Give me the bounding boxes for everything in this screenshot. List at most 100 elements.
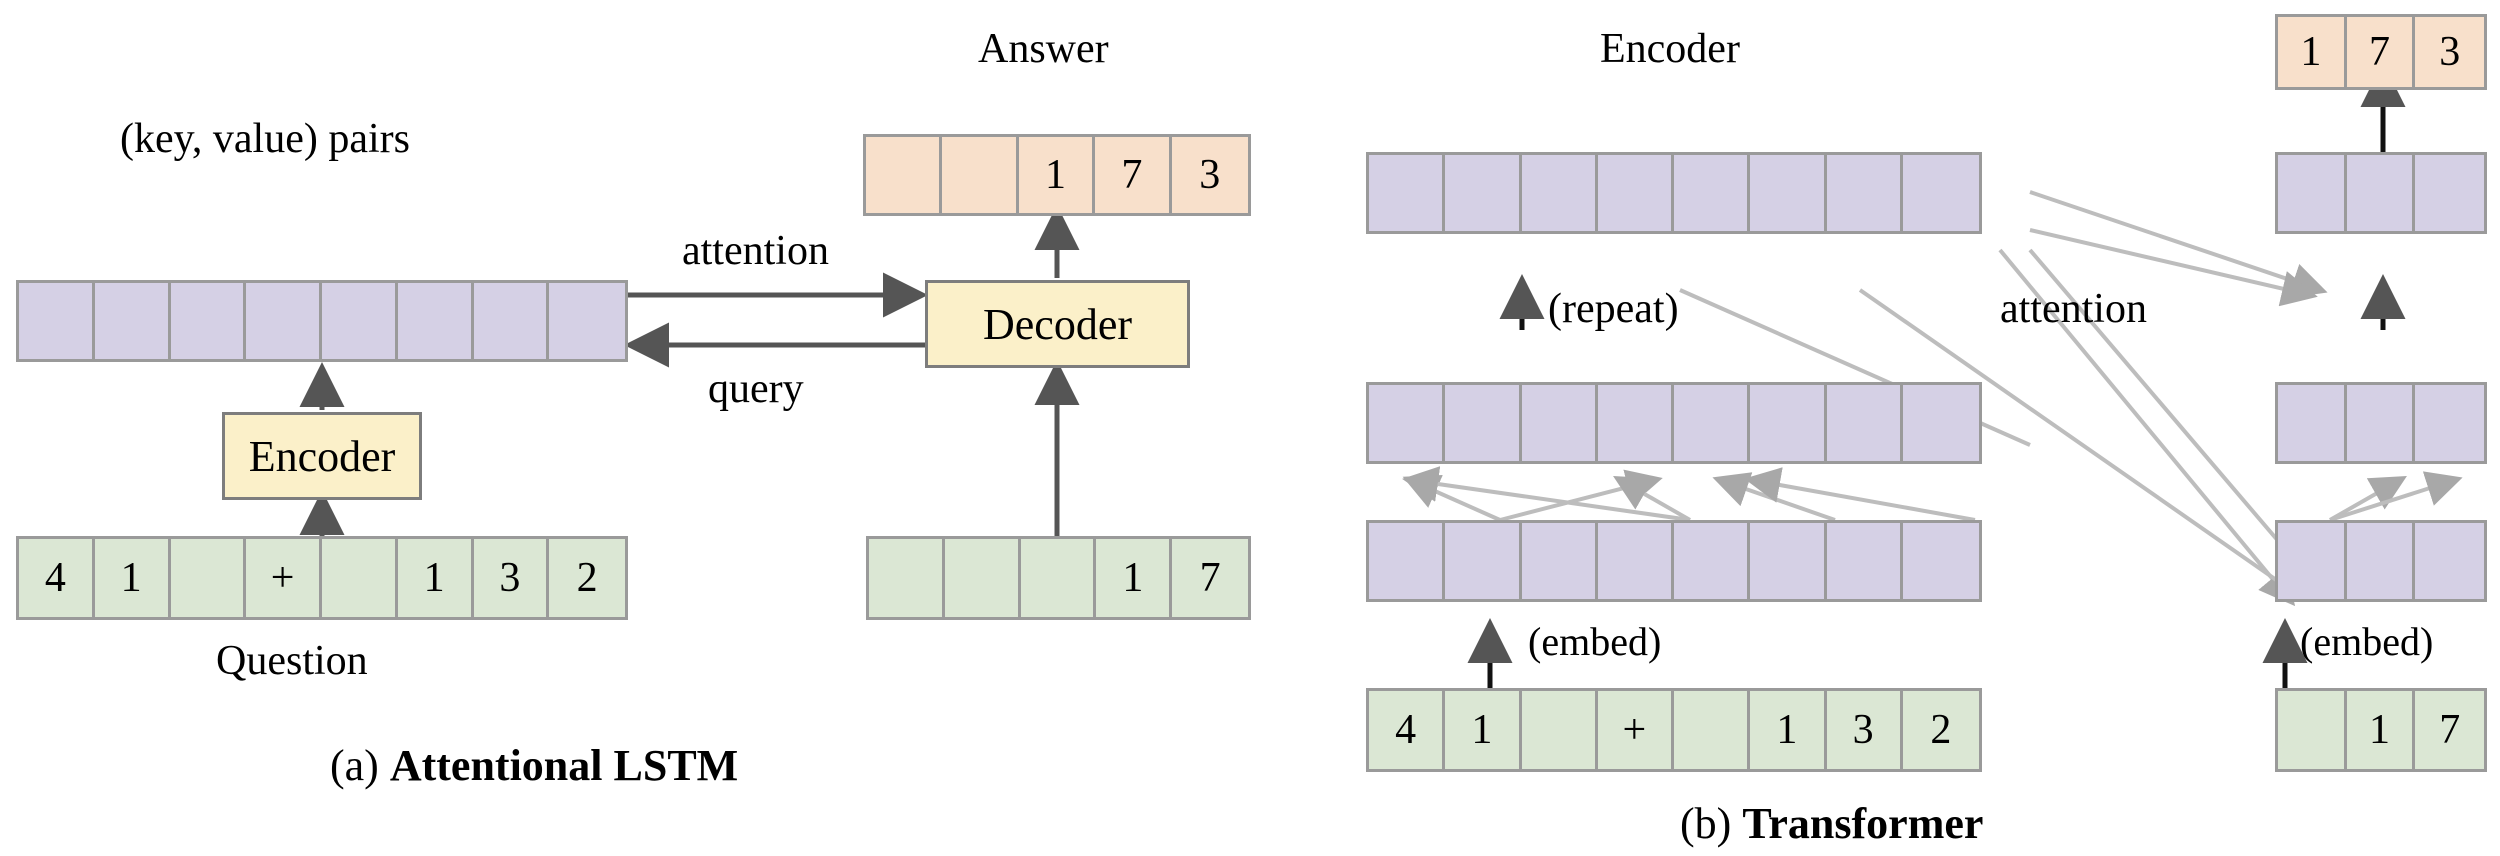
enc-input-cell xyxy=(1521,691,1598,769)
dec-bot-cell xyxy=(2346,523,2416,599)
dec-out-cell: 3 xyxy=(2415,17,2484,87)
decoder-input-row: 1 7 xyxy=(866,536,1251,620)
enc-mid-cell xyxy=(1445,385,1522,461)
enc-input-cell: 2 xyxy=(1902,691,1979,769)
enc-bot-cell xyxy=(1597,523,1674,599)
enc-bot-cell xyxy=(1445,523,1522,599)
dec-top-cell xyxy=(2415,155,2484,231)
encoder-bottom-row xyxy=(1366,520,1982,602)
memory-cell xyxy=(19,283,95,359)
question-cell xyxy=(170,539,247,617)
label-attention-a: attention xyxy=(682,228,829,274)
encoder-box[interactable]: Encoder xyxy=(222,412,422,500)
enc-mid-cell xyxy=(1597,385,1674,461)
memory-cell xyxy=(549,283,625,359)
enc-bot-cell xyxy=(1369,523,1446,599)
decoder-input-cell xyxy=(869,539,945,617)
enc-bot-cell xyxy=(1750,523,1827,599)
label-key-value-pairs: (key, value) pairs xyxy=(120,116,410,162)
enc-bot-cell xyxy=(1521,523,1598,599)
memory-cell xyxy=(94,283,171,359)
memory-row xyxy=(16,280,628,362)
enc-bot-cell xyxy=(1674,523,1751,599)
caption-panel-a: (a) Attentional LSTM xyxy=(330,740,738,791)
dec-input-cell: 1 xyxy=(2346,691,2416,769)
enc-top-cell xyxy=(1902,155,1979,231)
decoder-input-cell xyxy=(944,539,1021,617)
answer-cell: 1 xyxy=(1018,137,1096,213)
dec-bot-cell xyxy=(2278,523,2347,599)
enc-mid-cell xyxy=(1521,385,1598,461)
dec-input-cell xyxy=(2278,691,2347,769)
enc-input-cell xyxy=(1674,691,1751,769)
dec-mid-cell xyxy=(2346,385,2416,461)
dec-bot-cell xyxy=(2415,523,2484,599)
caption-b-title: Transformer xyxy=(1742,799,1984,848)
cross-attention-wires xyxy=(1998,190,2328,607)
decoder-input-cell: 7 xyxy=(1172,539,1249,617)
dec-mid-cell xyxy=(2415,385,2484,461)
dec-input-cell: 7 xyxy=(2415,691,2484,769)
answer-cell: 7 xyxy=(1095,137,1172,213)
caption-a-title: Attentional LSTM xyxy=(389,741,739,790)
label-query-a: query xyxy=(708,366,804,412)
decoder-output-row: 1 7 3 xyxy=(2275,14,2487,90)
label-repeat: (repeat) xyxy=(1548,286,1679,332)
dec-top-cell xyxy=(2346,155,2416,231)
enc-input-cell: 4 xyxy=(1369,691,1446,769)
question-cell: + xyxy=(246,539,322,617)
memory-cell xyxy=(397,283,474,359)
question-cell: 2 xyxy=(549,539,625,617)
enc-top-cell xyxy=(1597,155,1674,231)
label-answer: Answer xyxy=(978,26,1109,72)
enc-bot-cell xyxy=(1902,523,1979,599)
enc-input-cell: 3 xyxy=(1826,691,1903,769)
enc-mid-cell xyxy=(1826,385,1903,461)
memory-cell xyxy=(170,283,247,359)
decoder-bottom-row xyxy=(2275,520,2487,602)
question-cell: 1 xyxy=(397,539,474,617)
caption-panel-b: (b) Transformer xyxy=(1680,798,1983,849)
dec-out-cell: 7 xyxy=(2346,17,2416,87)
answer-row: 1 7 3 xyxy=(863,134,1251,216)
question-cell: 1 xyxy=(94,539,171,617)
label-encoder-b: Encoder xyxy=(1600,26,1740,72)
decoder-input-cell: 1 xyxy=(1096,539,1173,617)
decoder-box[interactable]: Decoder xyxy=(925,280,1190,368)
label-question: Question xyxy=(216,638,368,684)
enc-input-cell: 1 xyxy=(1445,691,1522,769)
answer-cell xyxy=(942,137,1019,213)
question-cell xyxy=(322,539,398,617)
enc-top-cell xyxy=(1750,155,1827,231)
decoder-mid-row xyxy=(2275,382,2487,464)
answer-cell xyxy=(866,137,943,213)
enc-input-cell: 1 xyxy=(1750,691,1827,769)
enc-mid-cell xyxy=(1369,385,1446,461)
enc-top-cell xyxy=(1445,155,1522,231)
answer-cell: 3 xyxy=(1171,137,1248,213)
label-attention-b: attention xyxy=(2000,286,2147,332)
question-row: 4 1 + 1 3 2 xyxy=(16,536,628,620)
dec-top-cell xyxy=(2278,155,2347,231)
enc-top-cell xyxy=(1521,155,1598,231)
question-cell: 3 xyxy=(473,539,550,617)
dec-mid-cell xyxy=(2278,385,2347,461)
enc-top-cell xyxy=(1369,155,1446,231)
enc-bot-cell xyxy=(1826,523,1903,599)
memory-cell xyxy=(322,283,398,359)
enc-top-cell xyxy=(1674,155,1751,231)
memory-cell xyxy=(473,283,550,359)
enc-selfattention-wires xyxy=(1402,466,1976,522)
memory-cell xyxy=(246,283,322,359)
caption-a-prefix: (a) xyxy=(330,741,390,790)
dec-out-cell: 1 xyxy=(2278,17,2347,87)
label-embed-right: (embed) xyxy=(2300,619,2434,664)
decoder-input-row-b: 1 7 xyxy=(2275,688,2487,772)
enc-input-cell: + xyxy=(1597,691,1674,769)
enc-mid-cell xyxy=(1902,385,1979,461)
caption-b-prefix: (b) xyxy=(1680,799,1743,848)
dec-selfattention-wires xyxy=(2329,471,2463,522)
encoder-input-row: 4 1 + 1 3 2 xyxy=(1366,688,1982,772)
decoder-top-row xyxy=(2275,152,2487,234)
